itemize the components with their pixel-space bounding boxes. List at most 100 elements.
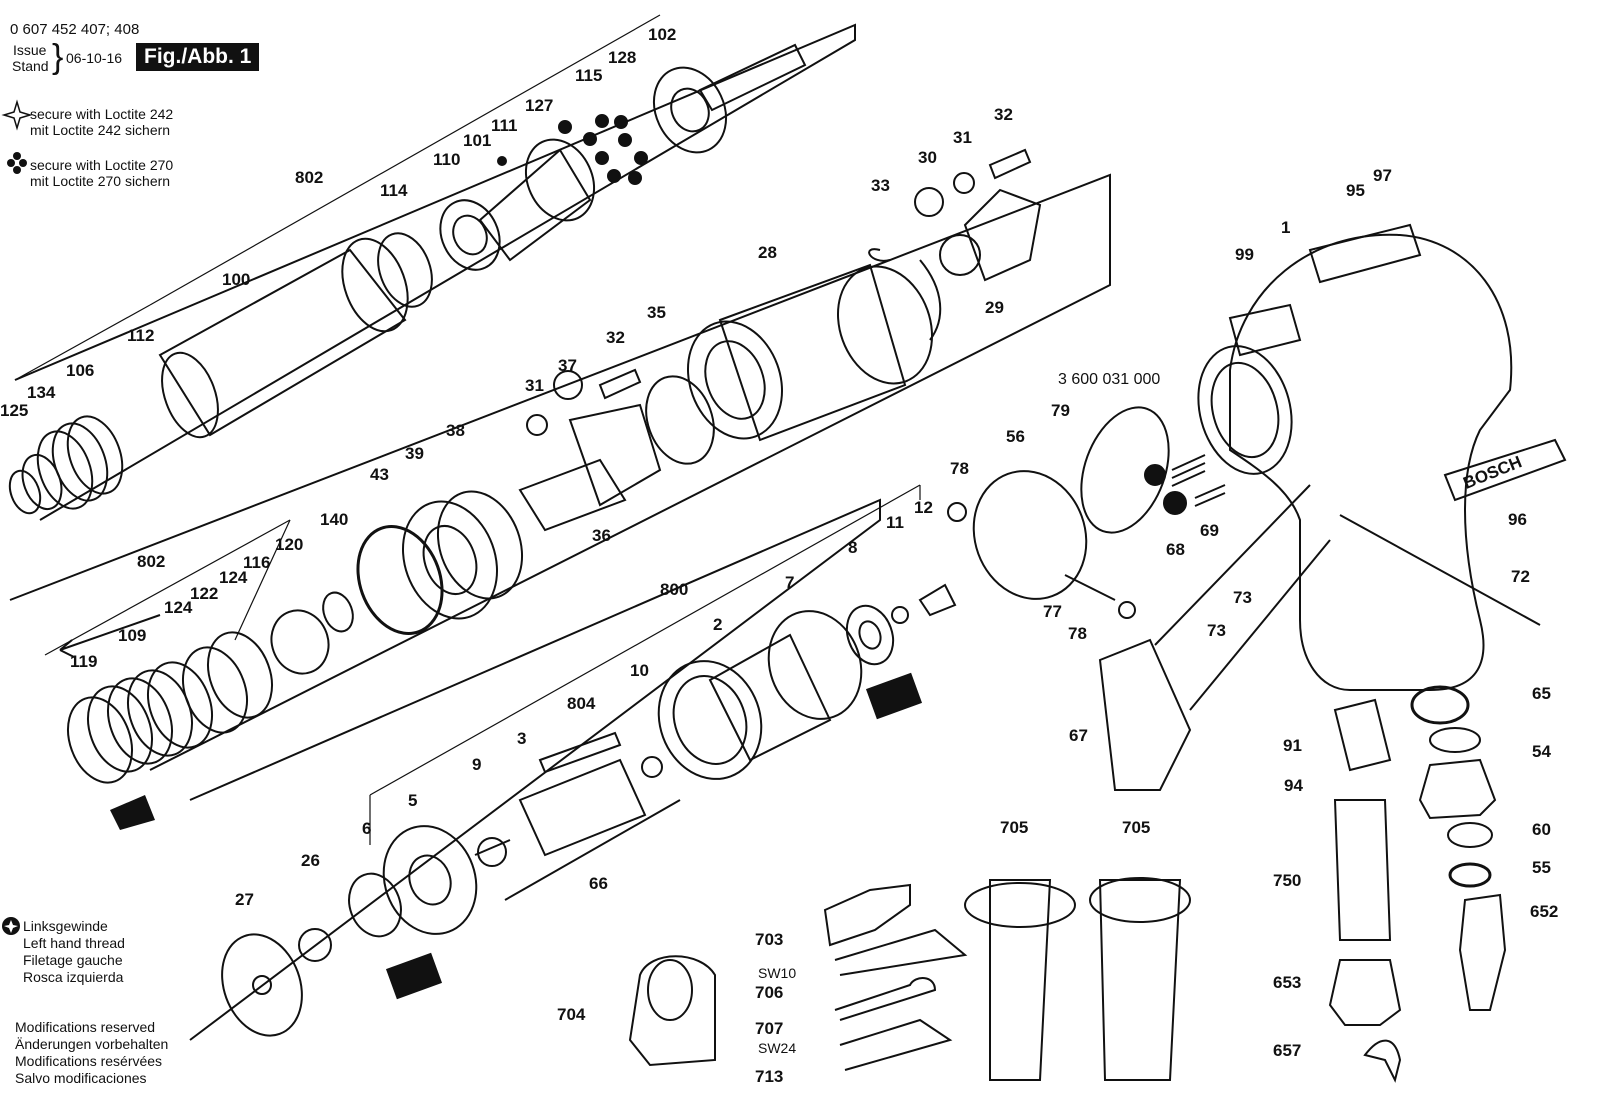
callout-72: 72 [1511,567,1530,586]
callout-128: 128 [608,48,637,67]
springs-top [8,415,124,515]
callout-65: 65 [1532,684,1551,703]
callout-122: 122 [190,584,219,603]
callout-79: 79 [1051,401,1070,420]
callout-26: 26 [301,851,320,870]
bearings-middle [270,490,524,675]
callout-32-b: 32 [606,328,625,347]
loctite-270-icon [7,152,27,174]
callout-802: 802 [295,168,324,187]
callout-125: 125 [0,401,29,420]
figure-label: Fig./Abb. 1 [136,43,260,71]
callout-140: 140 [320,510,349,529]
callout-106: 106 [66,361,95,380]
stand-label: Stand [12,58,49,74]
issue-date: 06-10-16 [66,50,123,66]
callout-73-b: 73 [1207,621,1226,640]
panel-frame-middle [9,173,1111,771]
callout-5: 5 [408,791,418,810]
loctite-270-de: mit Loctite 270 sichern [30,173,171,189]
callout-802-b: 802 [137,552,166,571]
callout-36: 36 [592,526,611,545]
planet-carrier [518,375,715,532]
bearings-bottom [221,583,957,1037]
callout-800: 800 [660,580,689,599]
springs-middle [67,631,273,784]
left-hand-thread-es: Rosca izquierda [23,969,124,985]
callout-66: 66 [589,874,608,893]
brace-symbol: } [52,38,64,76]
callout-30: 30 [918,148,937,167]
callout-705: 705 [1000,818,1029,837]
left-hand-thread-fr: Filetage gauche [23,952,123,968]
callout-78: 78 [950,459,969,478]
callout-11: 11 [886,513,904,532]
callout-10: 10 [630,661,649,680]
callout-54: 54 [1532,742,1551,761]
callout-77: 77 [1043,602,1062,621]
callout-31-b: 31 [525,376,544,395]
callout-8: 8 [848,538,858,557]
callout-704: 704 [557,1005,586,1024]
callout-27: 27 [235,890,254,909]
callout-706: 706 [755,983,784,1002]
callout-127: 127 [525,96,554,115]
callout-56: 56 [1006,427,1025,446]
callout-6: 6 [362,819,372,838]
callout-115: 115 [575,66,603,85]
callout-12: 12 [914,498,933,517]
callout-707: 707 [755,1019,784,1038]
callout-1: 1 [1281,218,1291,237]
loctite-242-icon [1,99,33,131]
inlet-fittings [1328,685,1507,1083]
wrench-size-10: SW10 [758,965,797,981]
drive-spindle [439,138,596,271]
callout-134: 134 [27,383,56,402]
motor-cylinder [657,610,863,780]
callout-38: 38 [446,421,465,440]
callout-102: 102 [648,25,677,44]
modifications-en: Modifications reserved [15,1019,156,1035]
callout-7: 7 [785,573,795,592]
left-hand-thread-de: Linksgewinde [23,918,108,934]
callout-32: 32 [994,105,1013,124]
callout-713: 713 [755,1067,784,1086]
rotor [474,731,681,901]
callout-73: 73 [1233,588,1252,607]
modifications-de: Änderungen vorbehalten [15,1036,169,1052]
callout-703: 703 [755,930,784,949]
modifications-es: Salvo modificaciones [15,1070,147,1086]
callout-95: 95 [1346,181,1365,200]
callout-705-b: 705 [1122,818,1151,837]
handle-housing [1197,223,1567,691]
callout-97: 97 [1373,166,1392,185]
callout-94: 94 [1284,776,1303,795]
loctite-270-en: secure with Loctite 270 [30,157,174,173]
accessories [628,877,1191,1081]
callout-39: 39 [405,444,424,463]
callout-33: 33 [871,176,890,195]
callout-657: 657 [1273,1041,1302,1060]
callout-100: 100 [222,270,251,289]
callout-111: 111 [491,116,518,135]
modifications-fr: Modifications resérvées [15,1053,163,1069]
callout-652: 652 [1530,902,1559,921]
callout-68: 68 [1166,540,1185,559]
callout-653: 653 [1273,973,1302,992]
valve-parts [947,406,1226,791]
callout-29: 29 [985,298,1004,317]
callout-120: 120 [275,535,304,554]
loctite-242-de: mit Loctite 242 sichern [30,122,171,138]
callout-3600031000: 3 600 031 000 [1058,371,1161,388]
callout-116: 116 [243,553,271,572]
callout-101: 101 [463,131,492,150]
callout-60: 60 [1532,820,1551,839]
callout-124-b: 124 [164,598,193,617]
part-number-text: 0 607 452 407; 408 [10,21,140,38]
callout-119: 119 [70,652,98,671]
panel-frame-bottom [189,498,881,1041]
pins-and-rods [1154,484,1541,711]
callout-31: 31 [953,128,972,147]
panel-frame-top [14,23,856,521]
